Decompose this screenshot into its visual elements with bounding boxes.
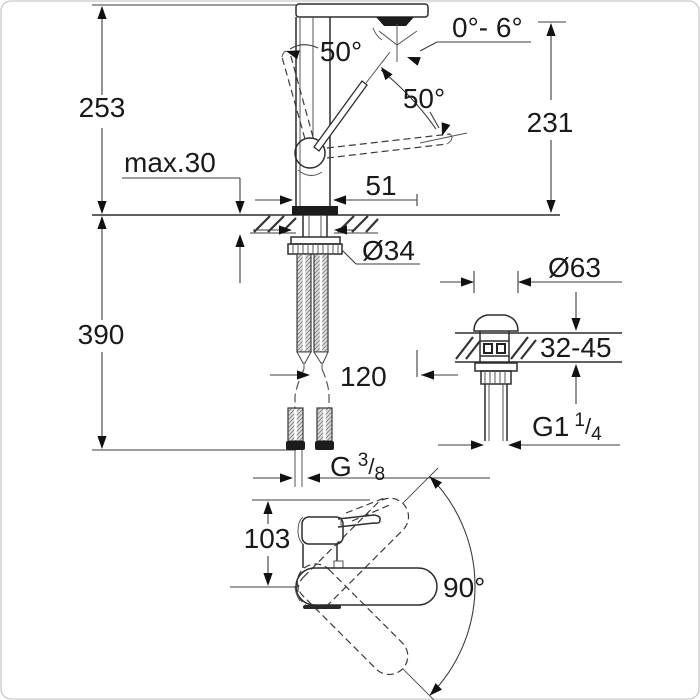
mounting-nut	[287, 243, 343, 255]
counter-hatching	[253, 215, 379, 233]
clearance-below-label: 390	[78, 319, 125, 350]
drain-knurl	[480, 370, 512, 385]
hose-connector-right	[315, 441, 334, 450]
dimension-labels: 253 390 max.30 50° 50° 0°- 6° 231 51 Ø34…	[78, 12, 612, 603]
faucet-body	[292, 3, 429, 215]
front-view	[92, 3, 566, 487]
spout	[295, 3, 429, 18]
lever-angle-open-label: 50°	[403, 83, 445, 114]
popup-cap	[473, 314, 519, 332]
spout-swivel-up	[297, 497, 410, 610]
plan-view	[230, 467, 476, 700]
spout-height-label: 231	[527, 107, 574, 138]
lever-down-position	[326, 133, 451, 159]
basin-thickness-range-label: 32-45	[540, 332, 612, 363]
swivel-range-label: 90°	[443, 572, 485, 603]
mounting-below-deck	[287, 215, 343, 255]
body-plan	[301, 516, 344, 545]
spout-plan	[295, 567, 438, 606]
shank-diameter-label: Ø34	[362, 235, 415, 266]
base-plate	[292, 206, 338, 215]
spout-swivel-down	[296, 563, 409, 676]
lever-alt-plan	[345, 496, 393, 522]
hose-connector-left	[286, 441, 305, 450]
reference-lines	[92, 4, 560, 451]
max-counter-thickness-label: max.30	[124, 147, 216, 178]
lever-plan	[337, 514, 381, 528]
spout-outlet-offset-label: 51	[365, 170, 396, 201]
swivel-arc	[429, 476, 476, 696]
overflow-hole	[483, 343, 493, 354]
spout-tilt-range-label: 0°- 6°	[452, 12, 523, 43]
spout-tilt-indicator	[372, 24, 531, 66]
waste-flange-diameter-label: Ø63	[548, 252, 601, 283]
aerator	[376, 17, 414, 26]
drain-detail	[438, 271, 622, 450]
lever-open-position	[313, 80, 368, 152]
lever-pivot	[294, 137, 326, 169]
total-height-label: 253	[79, 92, 126, 123]
supply-hoses	[286, 253, 334, 487]
dimensions-front	[97, 6, 566, 483]
overflow-hole	[496, 343, 506, 354]
lever-angle-front-label: 50°	[320, 36, 362, 67]
lever-closed-position	[281, 52, 314, 140]
washer	[290, 236, 341, 245]
hose-offset-label: 120	[340, 361, 387, 392]
drain-flange	[474, 362, 518, 372]
lever-positions	[281, 44, 468, 159]
body-depth-label: 103	[244, 523, 291, 554]
